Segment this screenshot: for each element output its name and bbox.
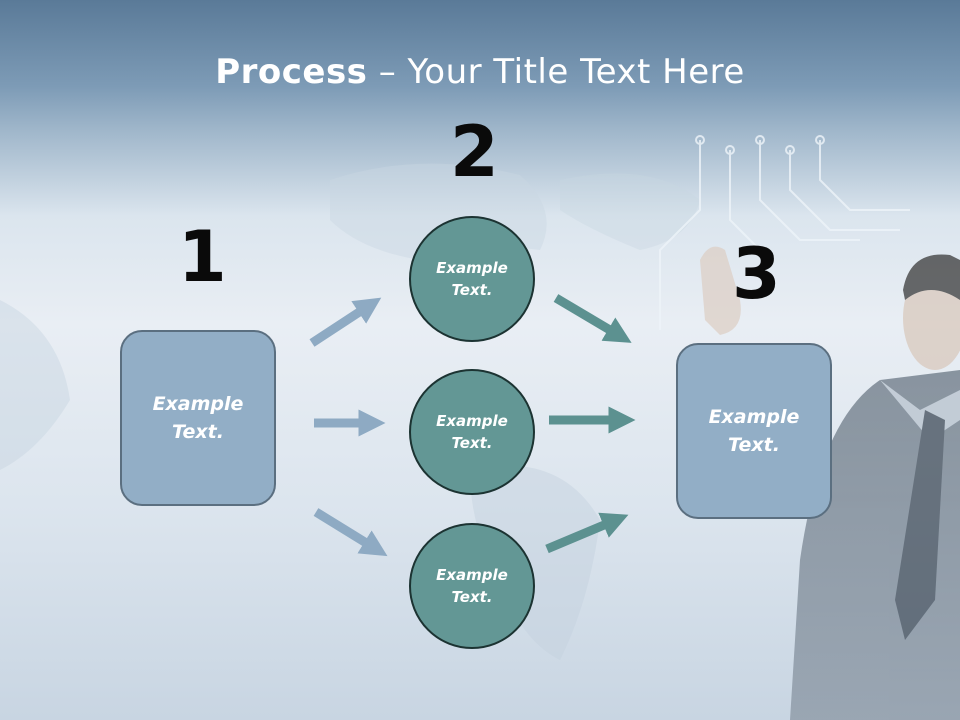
circle-top-line-1: Example bbox=[436, 258, 508, 277]
step-1-line-2: Text. bbox=[172, 421, 224, 443]
step-3-line-1: Example bbox=[708, 405, 800, 428]
arrow-left-to-top bbox=[309, 297, 382, 347]
step-1-line-1: Example bbox=[152, 392, 244, 415]
circle-bot-line-2: Text. bbox=[451, 588, 493, 606]
title-rest: – Your Title Text Here bbox=[367, 52, 745, 92]
circle-mid-line-1: Example bbox=[436, 411, 508, 430]
circle-mid-line-2: Text. bbox=[451, 434, 493, 452]
arrow-top-to-right bbox=[553, 294, 632, 343]
arrow-left-to-bot bbox=[313, 508, 388, 557]
step-number-1: 1 bbox=[178, 216, 227, 298]
arrow-bot-to-right bbox=[545, 512, 629, 554]
step-3-line-2: Text. bbox=[728, 434, 780, 456]
slide-title: Process – Your Title Text Here bbox=[0, 52, 960, 92]
step-number-3: 3 bbox=[732, 233, 781, 315]
circle-bot-line-1: Example bbox=[436, 565, 508, 584]
step-number-2: 2 bbox=[450, 111, 499, 193]
circle-top-line-2: Text. bbox=[451, 281, 493, 299]
title-bold: Process bbox=[215, 52, 368, 92]
